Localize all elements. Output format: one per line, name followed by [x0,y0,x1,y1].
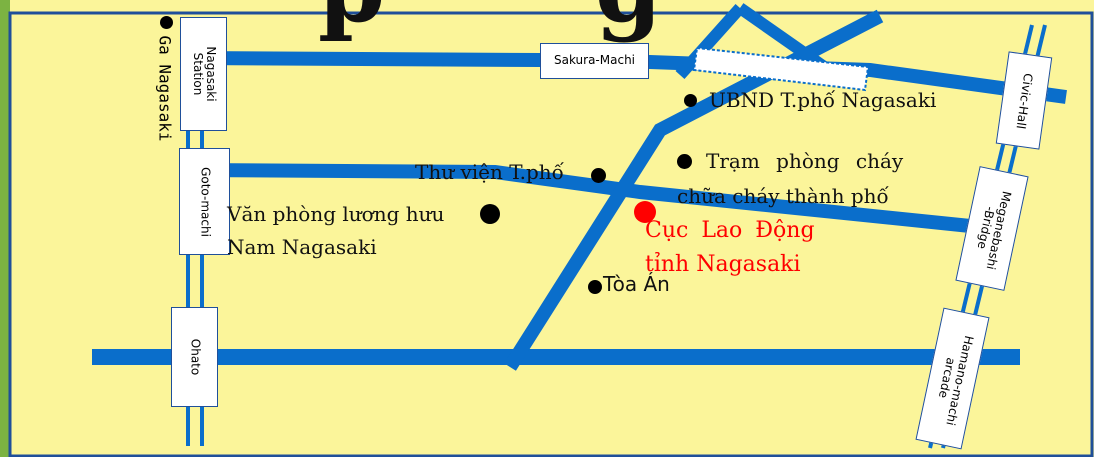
court-marker [588,280,602,294]
stop-nagasaki-station[interactable]: Nagasaki Station [180,17,227,131]
stop-label: Civic-Hall [1013,71,1036,130]
station-marker [160,16,173,29]
city-hall-label: UBND T.phố Nagasaki [709,88,937,112]
header-title-fragment: p [318,0,385,36]
labour-bureau-label-line2: tỉnh Nagasaki [645,252,801,277]
library-marker [591,168,606,183]
labour-bureau-label-line1: Cục Lao Động [645,218,815,243]
tunnel-segment [692,46,870,92]
stop-label: Hamano-machi arcade [935,333,976,427]
header-title-fragment-2: g [595,0,662,36]
road-middle [189,163,981,234]
station-name-label: Ga Nagasaki [155,35,175,142]
stop-goto-machi[interactable]: Goto-machi [179,148,230,255]
map-border [8,11,1094,457]
pension-office-marker [480,204,500,224]
labour-bureau-marker [634,201,656,223]
pension-office-label-line2: Nam Nagasaki [227,235,377,259]
roads [92,3,1067,371]
fire-station-label-line1: Trạm phòng cháy [706,149,904,173]
stop-ohato[interactable]: Ohato [171,307,218,407]
road-v-upper-right [675,3,745,80]
fire-station-label-line2: chữa cháy thành phố [677,184,889,208]
stop-label: Meganebashi -Bridge [974,189,1014,271]
court-label: Tòa Án [603,272,670,296]
road-top [189,51,1067,104]
stop-sakura-machi[interactable]: Sakura-Machi [540,43,649,79]
stop-label: Ohato [188,338,202,376]
pension-office-label-line1: Văn phòng lương hưu [227,202,445,226]
stop-label: Goto-machi [198,166,212,237]
library-label: Thư viện T.phố [415,160,564,184]
left-frame [0,0,10,457]
fire-station-marker [677,154,692,169]
city-hall-marker [684,94,697,107]
stop-label: Nagasaki Station [190,46,218,102]
